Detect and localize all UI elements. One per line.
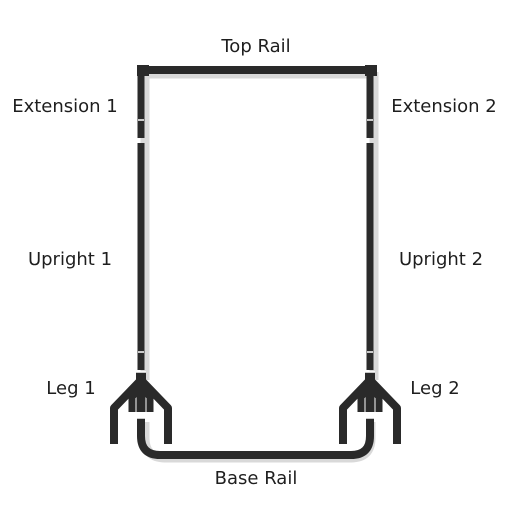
frame-shadow — [140, 69, 379, 463]
label-extension-1: Extension 1 — [12, 96, 118, 117]
label-extension-2: Extension 2 — [391, 96, 497, 117]
label-upright-1: Upright 1 — [27, 249, 113, 270]
label-leg-2: Leg 2 — [410, 378, 460, 399]
top-rail-joint-right — [365, 65, 377, 76]
top-rail-joint-left — [137, 65, 149, 76]
label-leg-1: Leg 1 — [46, 378, 96, 399]
base-rail — [137, 418, 374, 459]
label-base-rail: Base Rail — [214, 468, 298, 489]
leg-2-hub — [365, 372, 375, 380]
label-upright-2: Upright 2 — [398, 249, 484, 270]
leg-1-hub — [136, 372, 146, 380]
label-top-rail: Top Rail — [221, 36, 291, 57]
